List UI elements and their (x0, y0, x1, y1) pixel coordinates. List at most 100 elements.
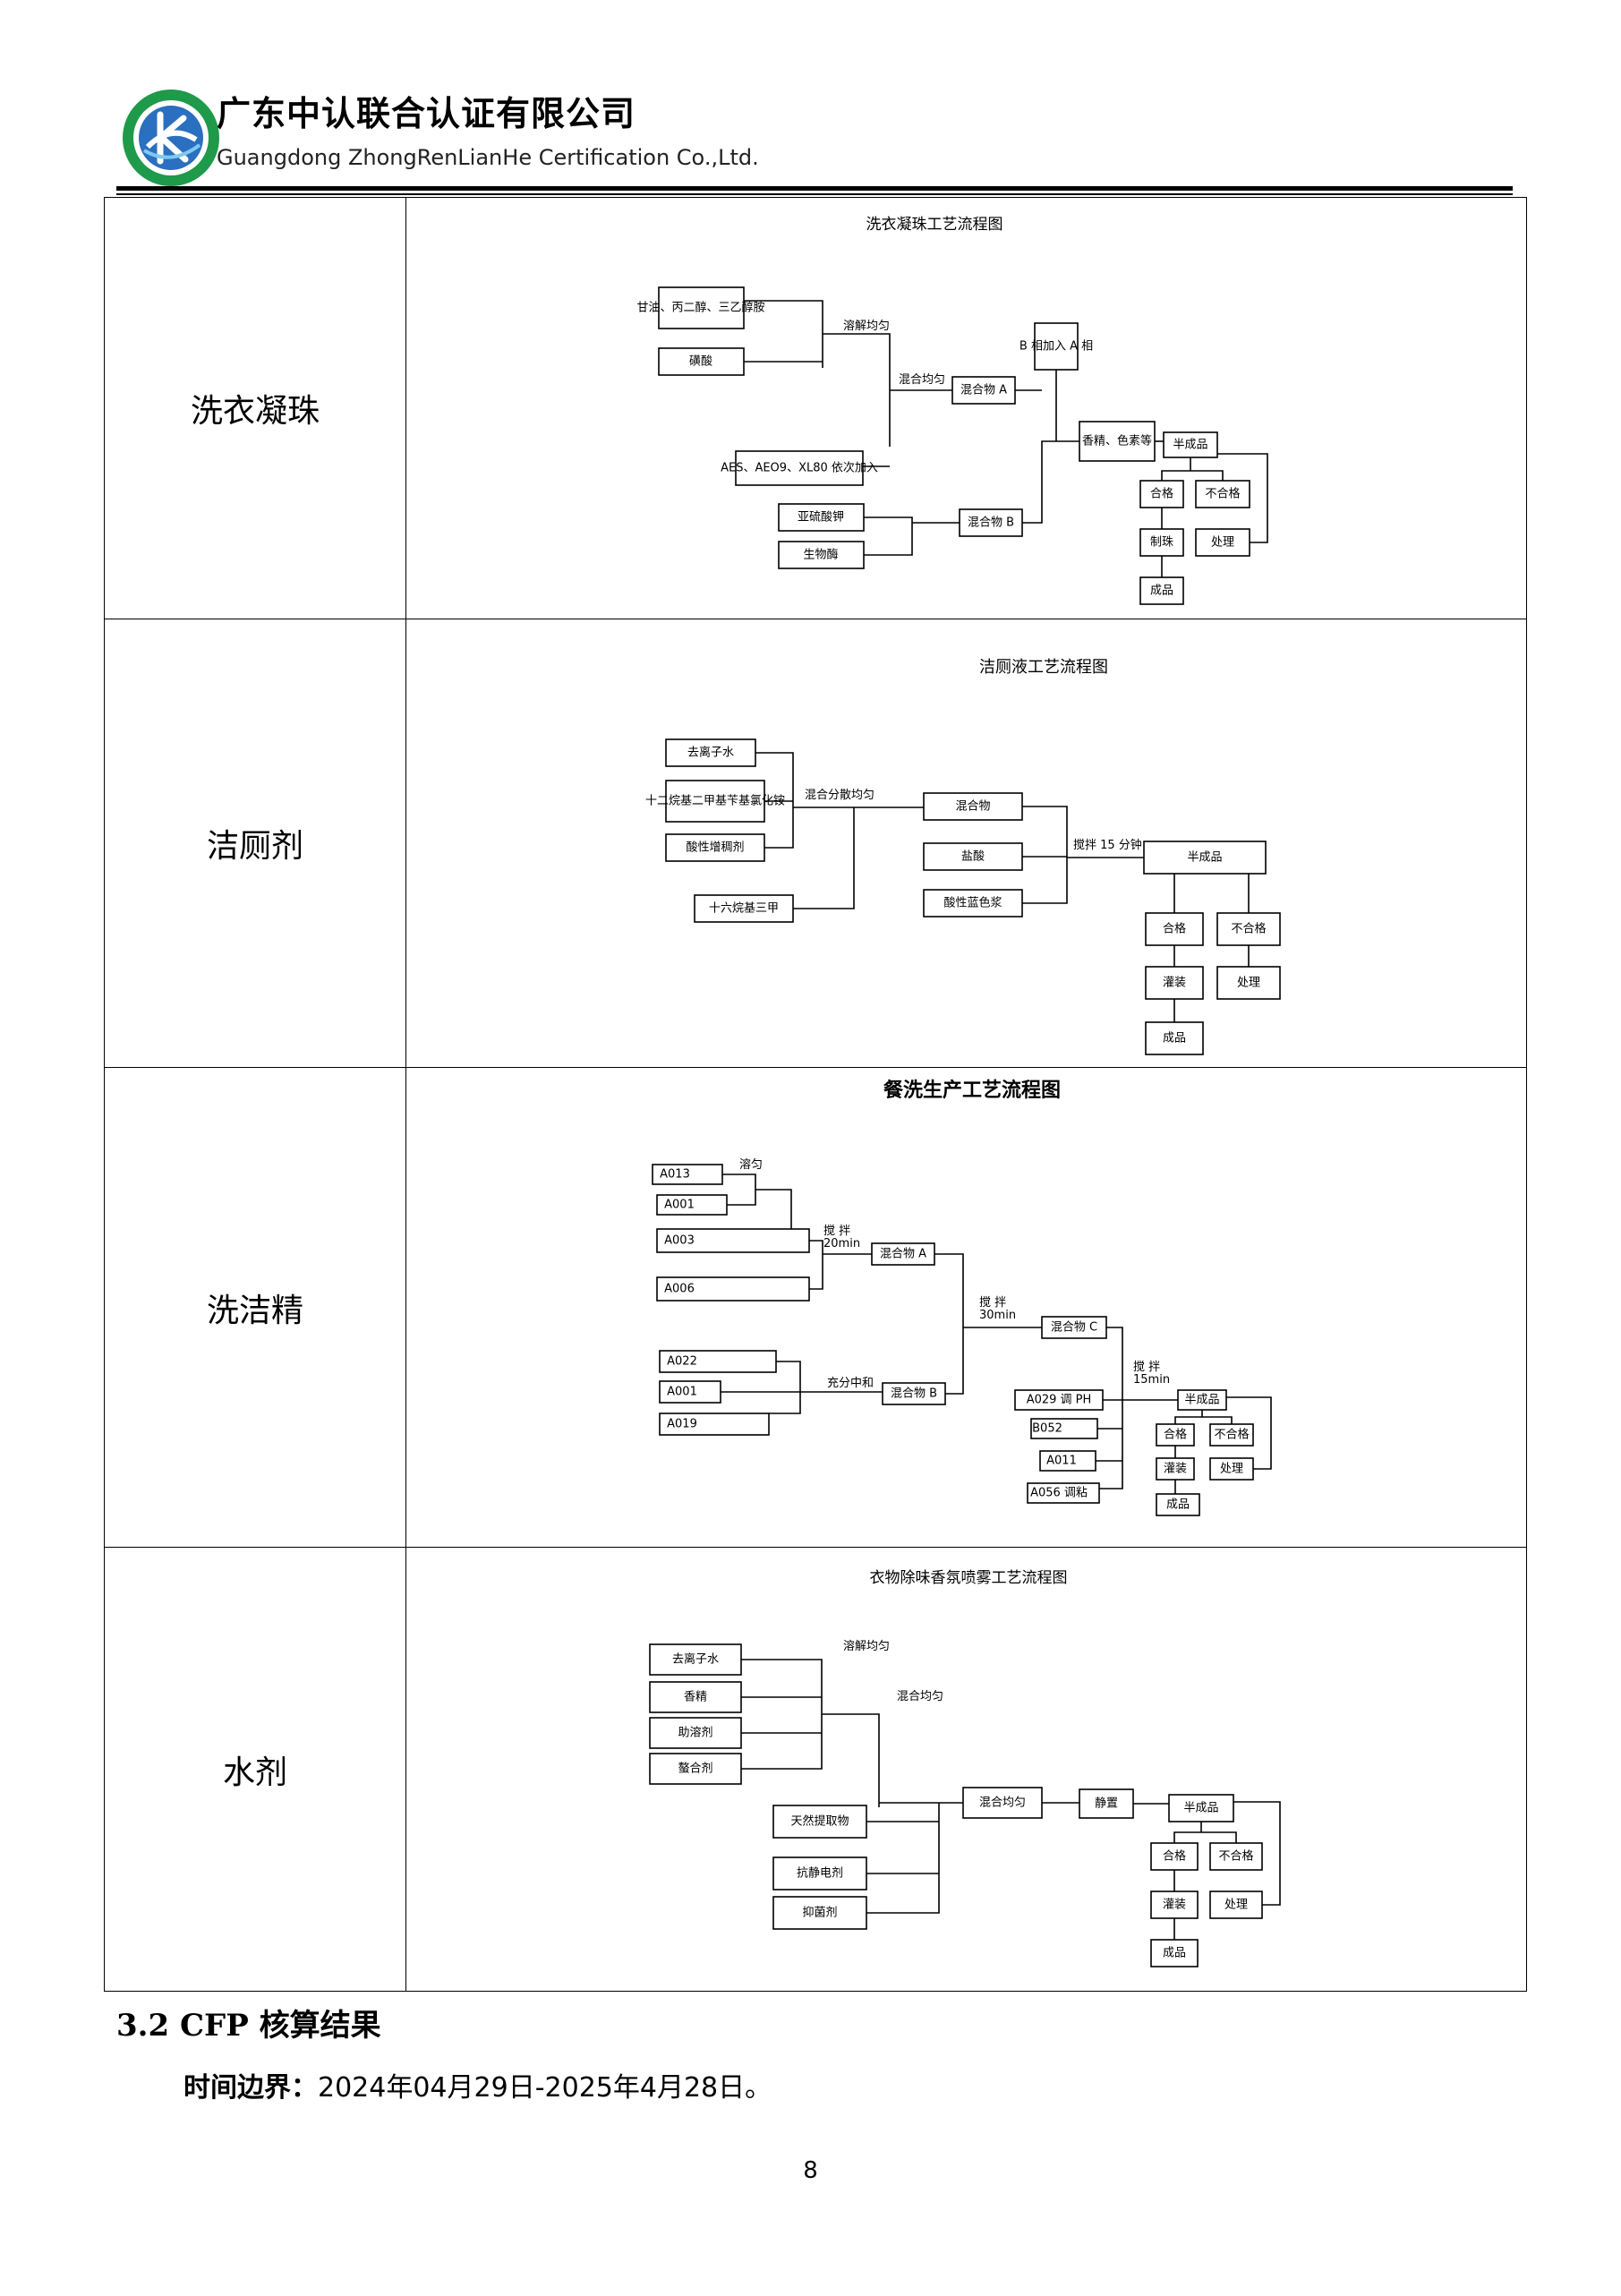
flow-box: 合格 (1164, 1428, 1187, 1442)
flow-box: 处理 (1220, 1463, 1243, 1476)
flow-label: 混合均匀 (897, 1690, 943, 1703)
diagram-cell: 衣物除味香氛喷雾工艺流程图 去离子水 香精 助溶剂 螯合剂 天然提取物 抗静电剂… (405, 1547, 1527, 1992)
flow-box: A006 (664, 1283, 695, 1296)
flow-box: 半成品 (1184, 1394, 1219, 1407)
flow-box: A013 (660, 1168, 690, 1182)
flow-box: 合格 (1150, 487, 1173, 501)
flow-box: AES、AEO9、XL80 依次加入 (721, 461, 878, 475)
flow-box: 十二烷基二甲基苄基氯化铵 (645, 795, 785, 808)
table-row: 洗洁精 餐洗生产工艺流程图 A013 A001 A003 A006 A022 A… (104, 1067, 1527, 1548)
flow-box: 去离子水 (687, 746, 734, 760)
flow-box: 半成品 (1183, 1802, 1218, 1815)
time-boundary-value: 2024年04月29日-2025年4月28日。 (318, 2072, 772, 2104)
time-boundary: 时间边界：2024年04月29日-2025年4月28日。 (183, 2065, 772, 2104)
flow-box: 十六烷基三甲 (709, 902, 779, 916)
page-number: 8 (803, 2157, 818, 2184)
page-header: 广东中认联合认证有限公司 Guangdong ZhongRenLianHe Ce… (116, 81, 1513, 197)
product-cell: 洗洁精 (104, 1067, 406, 1548)
flow-box: 混合物 (955, 800, 990, 814)
flow-label: 溶匀 (739, 1158, 763, 1172)
flow-label: 混合分散均匀 (805, 789, 874, 802)
flow-box: 不合格 (1205, 487, 1240, 501)
flow-box: 合格 (1163, 922, 1186, 936)
flow-box: 合格 (1163, 1849, 1186, 1864)
flow-box: 生物酶 (803, 548, 838, 562)
header-rule-thin (116, 193, 1513, 195)
product-cell: 洁厕剂 (104, 619, 406, 1068)
diagram-cell: 餐洗生产工艺流程图 A013 A001 A003 A006 A022 A001 … (405, 1067, 1527, 1548)
flow-label: 充分中和 (827, 1376, 874, 1390)
product-label: 洗衣凝珠 (190, 393, 320, 430)
flow-box: 酸性增稠剂 (686, 841, 744, 855)
flow-box: 半成品 (1187, 851, 1222, 865)
flow-box: 成品 (1166, 1498, 1190, 1512)
flow-box: 半成品 (1173, 439, 1207, 452)
flow-box: 混合物 B (968, 516, 1014, 530)
flow-label: 搅拌 15 分钟 (1073, 838, 1142, 852)
flow-box: 螯合剂 (678, 1762, 712, 1776)
flow-label: 15min (1133, 1373, 1170, 1387)
flow-box: 香精、色素等 (1082, 434, 1152, 448)
flow-box: 助溶剂 (678, 1727, 712, 1740)
flow-label: 混合均匀 (899, 373, 945, 387)
flow-box: A029 调 PH (1027, 1394, 1092, 1407)
flow-box: 甘油、丙二醇、三乙醇胺 (636, 301, 764, 315)
flow-box: 处理 (1224, 1899, 1248, 1912)
flow-label: 30min (979, 1309, 1016, 1322)
table-row: 洗衣凝珠 洗衣凝珠工艺流程图 甘油、丙二醇、三乙醇胺 磺酸 AES、AEO9、X… (104, 197, 1527, 619)
flow-box: 混合物 B (891, 1387, 937, 1401)
diagram-cell: 洁厕液工艺流程图 去离子水 十二烷基二甲基苄基氯化铵 酸性增稠剂 十六烷基三甲 … (405, 619, 1527, 1068)
flow-label: 溶解均匀 (843, 1640, 890, 1653)
flow-box: 磺酸 (689, 355, 712, 369)
flow-box: 不合格 (1231, 922, 1266, 936)
flow-box: A001 (667, 1386, 697, 1399)
flow-box: A011 (1046, 1455, 1077, 1468)
flow-box: 灌装 (1164, 1463, 1187, 1476)
flow-box: 灌装 (1163, 977, 1186, 990)
company-name-en: Guangdong ZhongRenLianHe Certification C… (217, 145, 759, 170)
flowchart-water-spray: 衣物除味香氛喷雾工艺流程图 去离子水 香精 助溶剂 螯合剂 天然提取物 抗静电剂… (649, 1569, 1281, 1967)
flowchart-title: 衣物除味香氛喷雾工艺流程图 (870, 1569, 1068, 1587)
table-row: 水剂 衣物除味香氛喷雾工艺流程图 去离子水 香精 助溶剂 螯合剂 天然提取物 抗… (104, 1547, 1527, 1992)
diagram-cell: 洗衣凝珠工艺流程图 甘油、丙二醇、三乙醇胺 磺酸 AES、AEO9、XL80 依… (405, 197, 1527, 619)
product-label: 洁厕剂 (206, 828, 303, 865)
flowchart-title: 洗衣凝珠工艺流程图 (866, 216, 1003, 234)
flow-box: 混合均匀 (979, 1797, 1026, 1810)
process-table: 洗衣凝珠 洗衣凝珠工艺流程图 甘油、丙二醇、三乙醇胺 磺酸 AES、AEO9、X… (104, 197, 1527, 1992)
flow-box: 不合格 (1214, 1428, 1249, 1442)
flow-box: A022 (667, 1355, 697, 1369)
flowchart-dish-detergent: 餐洗生产工艺流程图 A013 A001 A003 A006 A022 A001 … (652, 1079, 1272, 1516)
flow-box: 去离子水 (672, 1652, 719, 1667)
flow-box: 处理 (1211, 536, 1234, 550)
flow-label: 溶解均匀 (843, 320, 890, 333)
flow-box: 混合物 A (960, 384, 1007, 397)
flow-label: 搅 拌 (979, 1295, 1006, 1310)
company-logo (123, 90, 219, 186)
flow-label: 搅 拌 (823, 1224, 850, 1238)
time-boundary-label: 时间边界： (183, 2072, 318, 2104)
flow-box: 混合物 C (1051, 1321, 1097, 1335)
flow-box: 亚硫酸钾 (798, 511, 844, 525)
company-name-cn: 广东中认联合认证有限公司 (217, 94, 636, 133)
flow-label: 搅 拌 (1133, 1360, 1160, 1374)
flow-box: 制珠 (1150, 536, 1173, 550)
flow-box: 处理 (1237, 977, 1260, 990)
flow-box: A001 (664, 1199, 695, 1212)
flow-box: 香精 (684, 1691, 707, 1704)
flow-box: 抑菌剂 (802, 1907, 837, 1920)
section-title: 3.2 CFP 核算结果 (116, 2008, 381, 2044)
flow-box: 成品 (1163, 1032, 1186, 1046)
product-cell: 水剂 (104, 1547, 406, 1992)
product-cell: 洗衣凝珠 (104, 197, 406, 619)
flow-box: B 相加入 A 相 (1020, 340, 1093, 354)
flow-label: 20min (823, 1237, 860, 1250)
flow-box: 天然提取物 (790, 1814, 849, 1829)
flow-box: 灌装 (1163, 1899, 1186, 1912)
flow-box: 成品 (1163, 1947, 1186, 1960)
flowchart-laundry-pods: 洗衣凝珠工艺流程图 甘油、丙二醇、三乙醇胺 磺酸 AES、AEO9、XL80 依… (636, 216, 1268, 605)
flow-box: 成品 (1150, 585, 1173, 598)
flow-box: B052 (1032, 1422, 1062, 1436)
flowchart-title: 洁厕液工艺流程图 (979, 658, 1108, 677)
flow-box: A056 调粘 (1030, 1487, 1088, 1500)
flow-box: 酸性蓝色浆 (943, 896, 1002, 910)
